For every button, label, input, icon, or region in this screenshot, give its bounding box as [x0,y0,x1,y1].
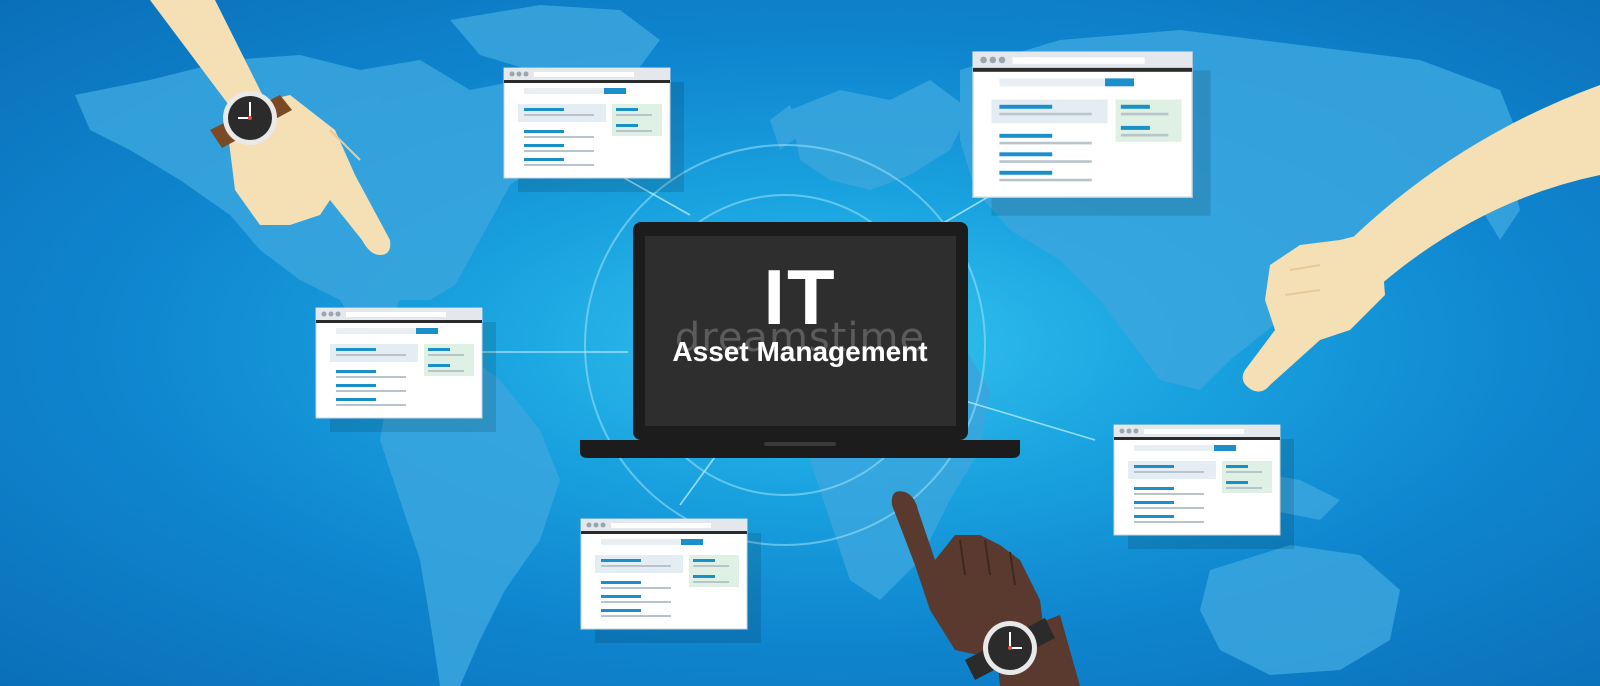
browser-window [503,67,684,192]
continent-uk [770,105,800,150]
laptop-title: IT [763,253,837,341]
continent-australia [1200,545,1400,675]
browser-window [972,51,1211,216]
pointing-hand-right [1242,85,1600,392]
browser-window [580,518,761,643]
watermark: dreamstime [674,315,926,361]
continent-south-america [380,330,560,686]
browser-window [1113,424,1294,549]
continent-europe [790,80,970,190]
laptop-subtitle: Asset Management [672,336,928,367]
browser-window [315,307,496,432]
laptop-icon [580,222,1020,458]
wristwatch-icon [965,618,1055,680]
wristwatch-icon [210,91,292,148]
